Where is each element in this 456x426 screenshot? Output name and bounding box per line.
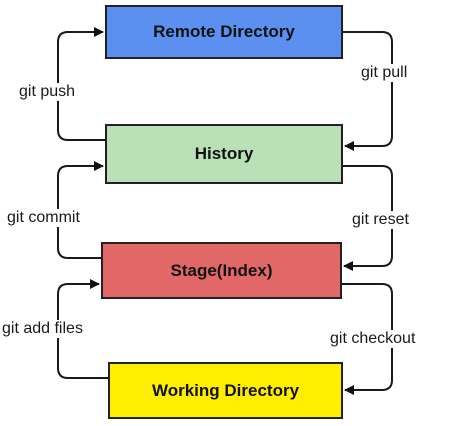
git-reset-label: git reset [352, 211, 409, 229]
arrow-git-pull [343, 31, 393, 151]
git-add-files-label: git add files [2, 320, 83, 338]
git-push-label: git push [19, 83, 76, 101]
stage-index-label: Stage(Index) [170, 260, 273, 280]
remote-directory-box: Remote Directory [105, 5, 343, 59]
working-directory-label: Working Directory [151, 380, 300, 400]
working-directory-box: Working Directory [108, 362, 343, 419]
git-checkout-label: git checkout [330, 330, 416, 348]
history-label: History [194, 144, 254, 163]
git-pull-label: git pull [361, 64, 408, 82]
remote-directory-label: Remote Directory [153, 22, 295, 41]
git-commit-label: git commit [7, 209, 80, 227]
history-box: History [105, 124, 343, 184]
stage-index-box: Stage(Index) [101, 242, 342, 299]
